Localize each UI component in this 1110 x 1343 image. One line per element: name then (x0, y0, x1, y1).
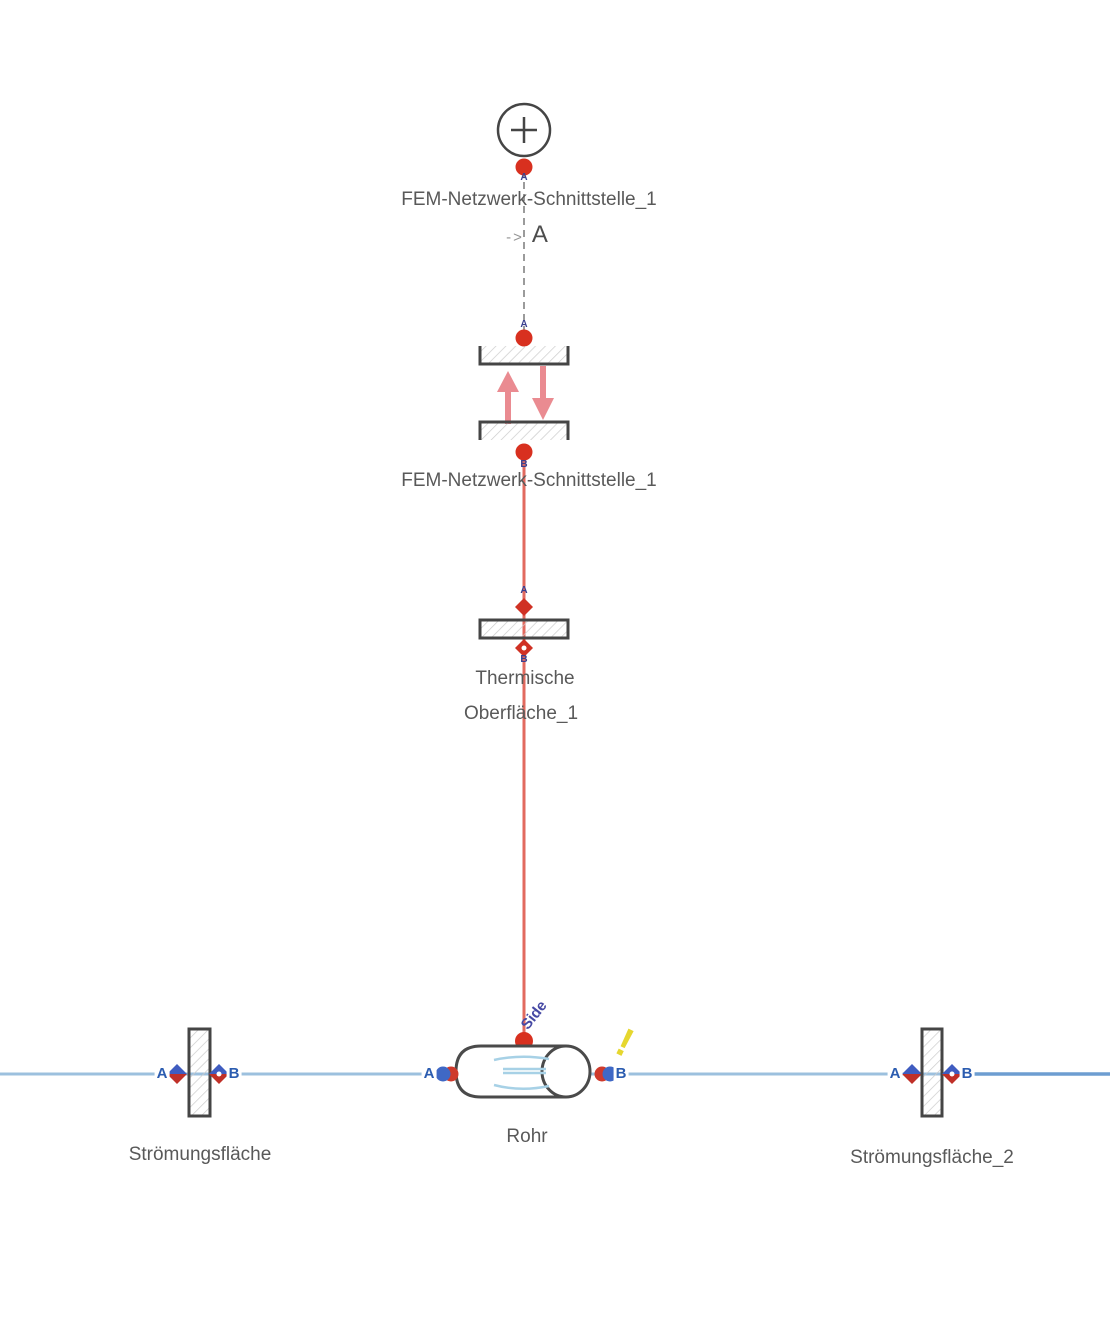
flow-area-left-component[interactable] (167, 1027, 229, 1118)
flow-area-left-port-b-diamond-top[interactable] (209, 1064, 229, 1074)
fem-interface-lower-plate-icon[interactable] (478, 420, 570, 440)
pipe-end-ellipse (540, 1044, 592, 1099)
fem-interface-upper-plate-icon[interactable] (478, 346, 570, 366)
fem-interface-port-a-dot[interactable] (515, 329, 533, 347)
flow-area-right-plate-icon[interactable] (920, 1027, 944, 1118)
flow-area-left-port-a-diamond-bottom[interactable] (167, 1074, 187, 1084)
flow-area-right-component[interactable] (902, 1027, 962, 1118)
fem-interface-component[interactable] (478, 329, 570, 461)
fem-source-component[interactable] (496, 102, 552, 176)
flow-area-left-port-b-center (216, 1071, 222, 1077)
pipe-component[interactable] (435, 1032, 618, 1099)
thermal-surface-component[interactable] (478, 598, 570, 657)
fem-interface-lower-plate-hatch (480, 422, 568, 440)
flow-area-left-port-b-diamond-bottom[interactable] (209, 1074, 229, 1084)
heat-up-arrow-icon (497, 371, 519, 392)
thermal-surface-port-a-diamond[interactable] (515, 598, 533, 616)
fem-interface-port-b-dot[interactable] (515, 443, 533, 461)
flow-area-right-port-b-center (949, 1071, 955, 1077)
heat-down-arrow-icon (532, 398, 554, 420)
thermal-surface-plate-icon[interactable] (478, 618, 570, 640)
flow-area-right-port-b-diamond-bottom[interactable] (942, 1074, 962, 1084)
pipe-flow-wave-bottom (493, 1083, 550, 1090)
fem-source-port-a-dot[interactable] (515, 158, 533, 176)
thermal-surface-port-b-center (521, 645, 527, 651)
pipe-port-b-dot-blue[interactable] (602, 1066, 618, 1082)
flow-area-left-plate-icon[interactable] (187, 1027, 212, 1118)
flow-area-left-port-a-diamond-top[interactable] (167, 1064, 187, 1074)
pipe-flow-wave-top (493, 1055, 550, 1062)
pipe-port-a-dot-blue[interactable] (435, 1066, 451, 1082)
fem-interface-upper-plate-hatch (480, 346, 568, 364)
flow-area-right-port-b-diamond-top[interactable] (942, 1064, 962, 1074)
flow-area-right-port-a-diamond-bottom[interactable] (902, 1074, 922, 1084)
flow-area-right-port-a-diamond-top[interactable] (902, 1064, 922, 1074)
